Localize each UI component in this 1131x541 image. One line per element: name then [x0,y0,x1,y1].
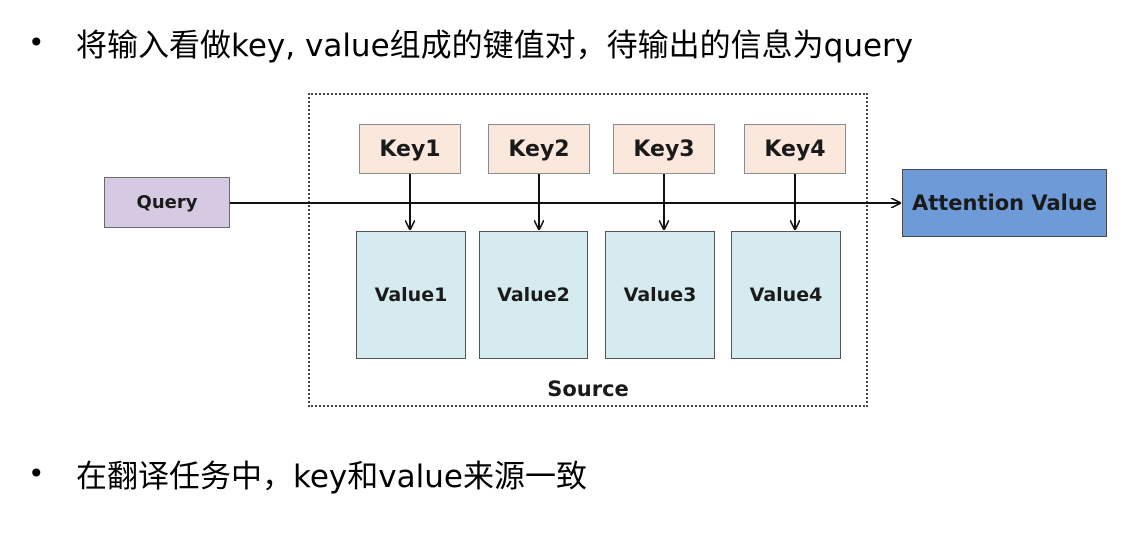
key2-node: Key2 [488,124,590,174]
value2-node: Value2 [479,231,588,359]
bullet-item-1: • 将输入看做key, value组成的键值对，待输出的信息为query [28,20,913,65]
source-label: Source [547,377,629,401]
query-node: Query [104,177,230,228]
attention-value-node: Attention Value [902,169,1107,237]
key3-node: Key3 [613,124,715,174]
bullet-marker: • [28,26,45,59]
bullet-text-1: 将输入看做key, value组成的键值对，待输出的信息为query [76,28,914,64]
key4-node: Key4 [744,124,846,174]
source-container [308,93,868,407]
bullet-text-2: 在翻译任务中，key和value来源一致 [76,459,587,495]
key1-node: Key1 [359,124,461,174]
value4-node: Value4 [731,231,841,359]
bullet-marker: • [28,457,45,490]
bullet-item-2: • 在翻译任务中，key和value来源一致 [28,451,587,496]
value1-node: Value1 [356,231,466,359]
value3-node: Value3 [605,231,715,359]
